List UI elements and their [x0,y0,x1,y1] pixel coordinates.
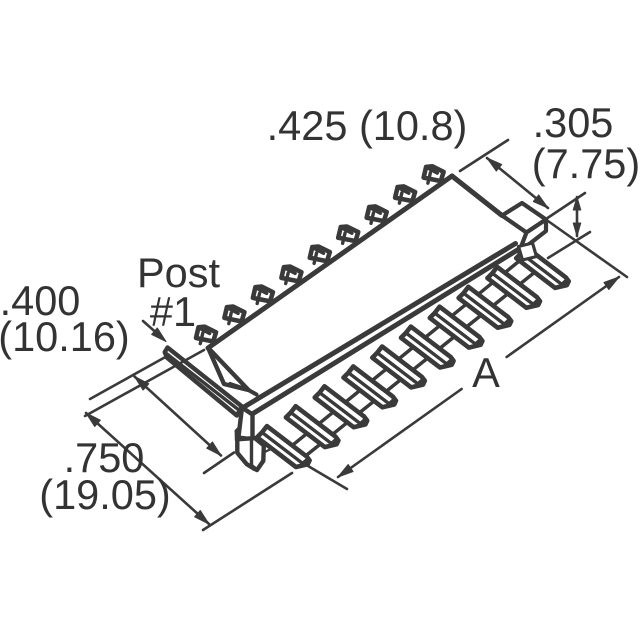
svg-text:.750: .750 [64,434,145,481]
svg-text:Post: Post [137,249,221,296]
svg-text:.400: .400 [0,277,80,324]
svg-text:(10.16): (10.16) [0,313,130,360]
svg-text:.425 (10.8): .425 (10.8) [267,102,468,149]
svg-text:(7.75): (7.75) [532,140,640,187]
svg-text:(19.05): (19.05) [39,471,171,518]
svg-text:#1: #1 [150,288,196,335]
svg-text:.305: .305 [533,99,614,146]
svg-text:A: A [472,349,500,396]
